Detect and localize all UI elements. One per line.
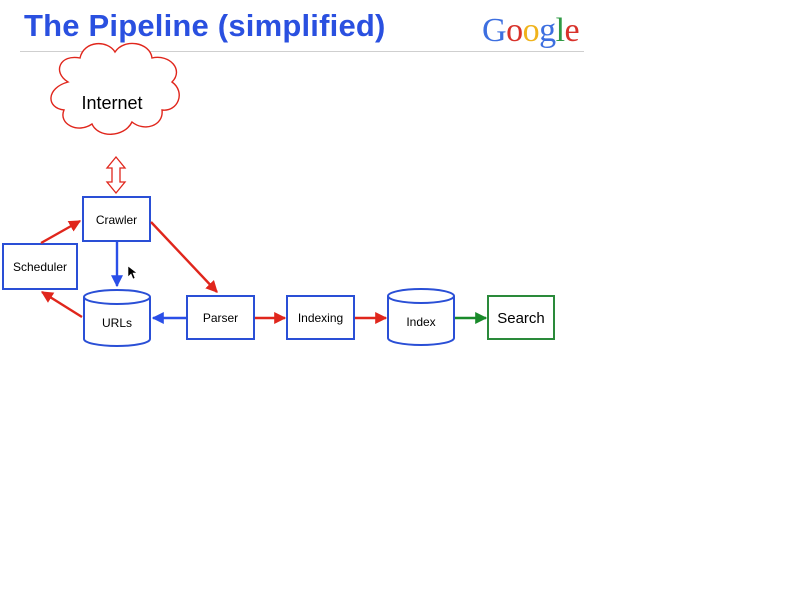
scheduler-label: Scheduler xyxy=(13,260,67,274)
search-box xyxy=(487,295,555,340)
crawler-label: Crawler xyxy=(96,213,137,227)
urls-to-scheduler-arrow xyxy=(40,290,83,319)
crawler-box xyxy=(82,196,151,242)
slide: The Pipeline (simplified) Google Interne… xyxy=(0,0,600,360)
scheduler-box xyxy=(2,243,78,290)
mouse-pointer-icon xyxy=(127,265,138,280)
logo-letter: l xyxy=(555,12,565,49)
indexing-box xyxy=(286,295,355,340)
urls-node: URLs xyxy=(83,289,151,347)
urls-label: URLs xyxy=(102,316,132,330)
parser-box xyxy=(186,295,255,340)
crawler-node: Crawler xyxy=(82,196,151,242)
search-node: Search xyxy=(487,295,555,340)
logo-letter: e xyxy=(564,12,580,49)
index-node: Index xyxy=(387,288,455,346)
logo-letter: o xyxy=(522,12,540,49)
indexing-label: Indexing xyxy=(298,311,343,325)
crawler-to-parser-arrow xyxy=(150,221,218,293)
internet-cloud: Internet xyxy=(50,42,180,135)
parser-label: Parser xyxy=(203,311,238,325)
scheduler-node: Scheduler xyxy=(2,243,78,290)
logo-letter: G xyxy=(482,12,507,49)
index-label: Index xyxy=(406,315,435,329)
parser-node: Parser xyxy=(186,295,255,340)
internet-label: Internet xyxy=(81,93,142,113)
title-divider xyxy=(20,51,584,52)
search-label: Search xyxy=(497,310,545,327)
google-logo: Google xyxy=(482,12,580,50)
slide-title: The Pipeline (simplified) xyxy=(24,8,386,43)
cloud-shape xyxy=(50,42,180,135)
index-cylinder-top xyxy=(387,288,455,304)
logo-letter: o xyxy=(506,12,523,49)
pipeline-diagram: Internet Crawler Scheduler URLs Parser xyxy=(2,42,555,347)
index-cylinder-body xyxy=(387,296,455,346)
scheduler-to-crawler-arrow xyxy=(40,219,82,245)
logo-letter: g xyxy=(539,12,556,49)
internet-crawler-arrow xyxy=(105,155,127,195)
urls-cylinder-body xyxy=(83,297,151,347)
urls-cylinder-top xyxy=(83,289,151,305)
indexing-node: Indexing xyxy=(286,295,355,340)
